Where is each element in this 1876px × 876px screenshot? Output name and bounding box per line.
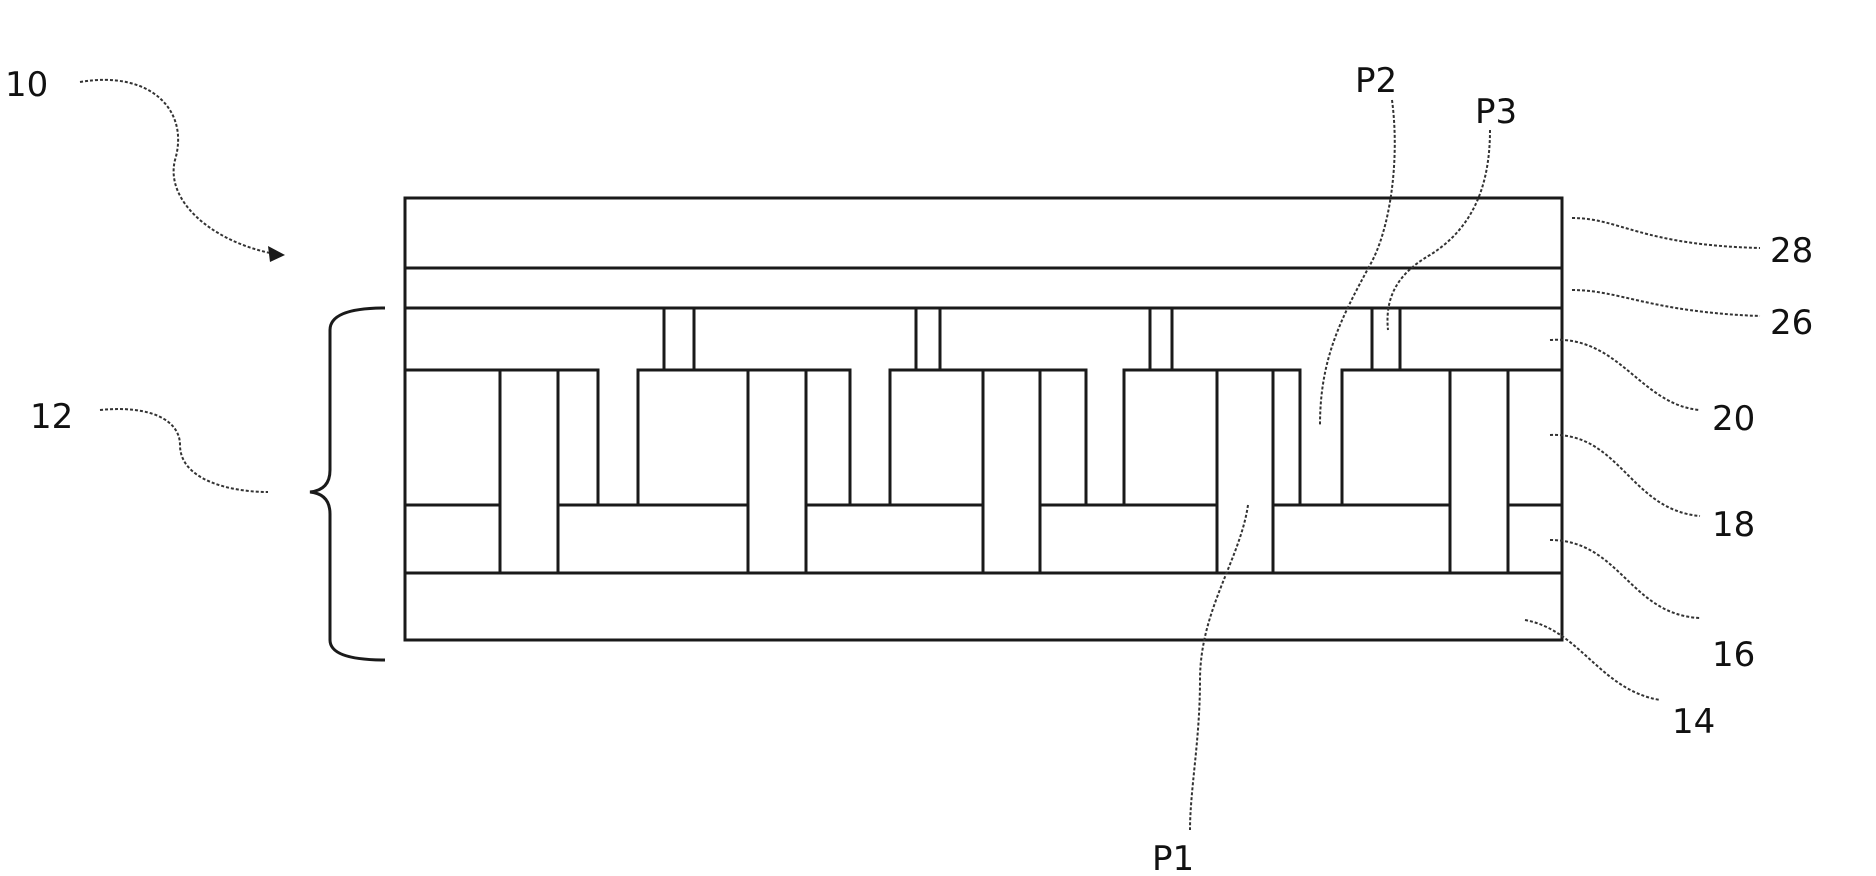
- label-12: 12: [30, 397, 73, 437]
- leader-line-20: [1550, 340, 1700, 410]
- label-p1: P1: [1152, 839, 1194, 876]
- layer-14-substrate: [405, 573, 1562, 640]
- layer-18-block: [1124, 370, 1217, 505]
- label-p2: P2: [1355, 61, 1397, 101]
- label-26: 26: [1770, 303, 1813, 343]
- layer-26: [405, 268, 1562, 308]
- label-18: 18: [1712, 505, 1755, 545]
- label-28: 28: [1770, 231, 1813, 271]
- layer-28: [405, 198, 1562, 268]
- p1-scribe-column: [983, 370, 1040, 573]
- label-14: 14: [1672, 702, 1715, 742]
- layer-16-segment: [1508, 505, 1562, 573]
- p3-scribe: [664, 308, 694, 370]
- layer-18-block: [890, 370, 983, 505]
- p1-scribe-column: [1217, 370, 1273, 573]
- leader-arrow-10: [268, 246, 285, 262]
- leader-line-28: [1572, 218, 1760, 248]
- leader-line-16: [1550, 540, 1700, 618]
- p1-scribe-column: [748, 370, 806, 573]
- label-20: 20: [1712, 399, 1755, 439]
- p3-scribe: [916, 308, 940, 370]
- p1-scribe-column: [500, 370, 558, 573]
- label-16: 16: [1712, 635, 1755, 675]
- layer-18-block: [806, 370, 850, 505]
- layer-16-segment: [1273, 505, 1450, 573]
- label-10: 10: [5, 65, 48, 105]
- p3-scribe: [1372, 308, 1400, 370]
- p1-scribe-column: [1450, 370, 1508, 573]
- p3-scribe: [1150, 308, 1172, 370]
- layer-16-segment: [558, 505, 748, 573]
- leader-line-12: [100, 409, 268, 492]
- layer-16-segment: [806, 505, 983, 573]
- layer-18-block: [1040, 370, 1086, 505]
- layer-16-segment: [1040, 505, 1217, 573]
- layer-18-block: [638, 370, 748, 505]
- stack-bracket: [310, 308, 385, 660]
- layer-18-block: [1342, 370, 1450, 505]
- leader-line-26: [1572, 290, 1760, 316]
- leader-line-18: [1550, 435, 1700, 516]
- layer-18-block: [558, 370, 598, 505]
- layer-18-block: [1273, 370, 1300, 505]
- label-p3: P3: [1475, 92, 1517, 132]
- layer-16-segment: [405, 505, 500, 573]
- leader-line-10: [80, 80, 270, 253]
